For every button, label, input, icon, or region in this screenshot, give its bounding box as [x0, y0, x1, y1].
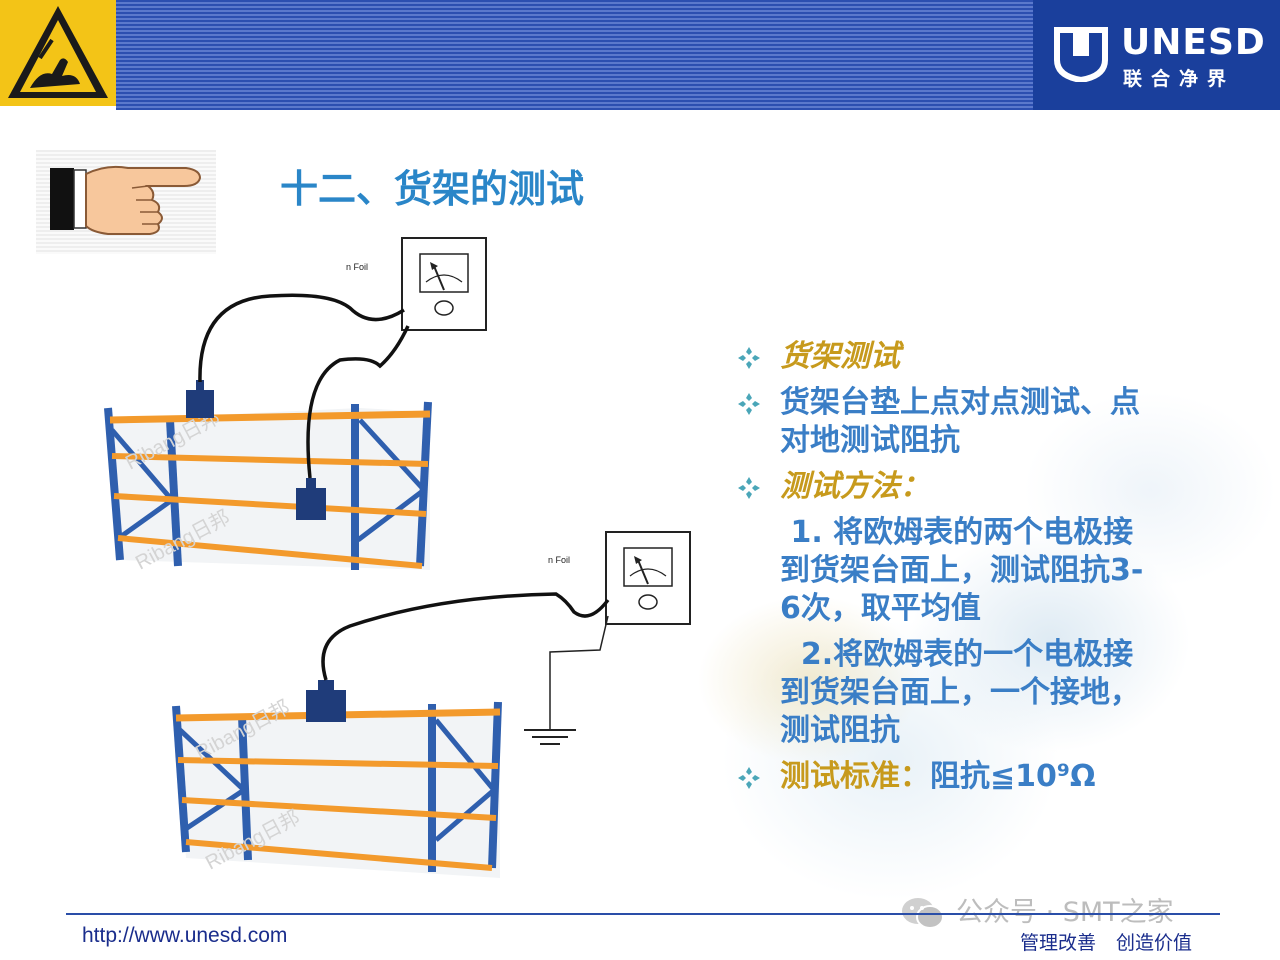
company-logo: UNESD 联合净界	[1033, 0, 1280, 110]
wechat-icon	[902, 898, 944, 929]
ohmmeter-lower: n Foil	[321, 531, 691, 745]
pointing-hand-graphic	[36, 150, 216, 254]
bullet-test-method: 测试方法：	[736, 468, 1236, 506]
header-stripes	[116, 0, 1033, 110]
page-title: 十二、货架的测试	[280, 167, 585, 211]
shelf-test-diagram: Ribang日邦 Ribang日邦 n Foil Ribang日邦 Ribang…	[104, 237, 691, 878]
ohmmeter-upper: n Foil	[198, 237, 487, 479]
header-bar: UNESD 联合净界	[0, 0, 1280, 110]
footer-slogan: 管理改善 创造价值	[1020, 932, 1193, 954]
logo-text: UNESD	[1121, 22, 1266, 63]
diamond-bullet-icon	[738, 767, 760, 789]
meter-label-lower: n Foil	[548, 555, 570, 565]
wechat-watermark: 公众号 · SMT之家	[956, 897, 1174, 928]
bullet-list: 货架测试 货架台垫上点对点测试、点 对地测试阻抗 测试方法： 1. 将欧姆表的两…	[736, 338, 1236, 804]
bullet-test-description: 货架台垫上点对点测试、点 对地测试阻抗	[736, 384, 1236, 460]
bullet-test-standard: 测试标准：阻抗≦10⁹Ω	[736, 758, 1236, 796]
footer-url[interactable]: http://www.unesd.com	[82, 924, 288, 947]
meter-label-upper: n Foil	[346, 262, 368, 272]
method-step-2: 2.将欧姆表的一个电极接 到货架台面上，一个接地， 测试阻抗	[780, 637, 1140, 748]
pointing-hand-icon	[50, 165, 202, 235]
bullet-shelf-test: 货架测试	[736, 338, 1236, 376]
diamond-bullet-icon	[738, 477, 760, 499]
background-flower	[690, 340, 1280, 920]
diamond-bullet-icon	[738, 393, 760, 415]
esd-hand-icon	[8, 6, 108, 98]
diamond-bullet-icon	[738, 347, 760, 369]
esd-warning-sign	[0, 0, 116, 106]
unesd-shield-icon	[1054, 27, 1108, 82]
logo-chinese-name: 联合净界	[1123, 68, 1236, 90]
rack-lower: Ribang日邦 Ribang日邦	[172, 680, 502, 878]
method-step-1: 1. 将欧姆表的两个电极接 到货架台面上，测试阻抗3- 6次，取平均值	[780, 515, 1144, 626]
rack-upper: Ribang日邦 Ribang日邦	[104, 380, 432, 574]
footer-divider	[66, 913, 1220, 915]
